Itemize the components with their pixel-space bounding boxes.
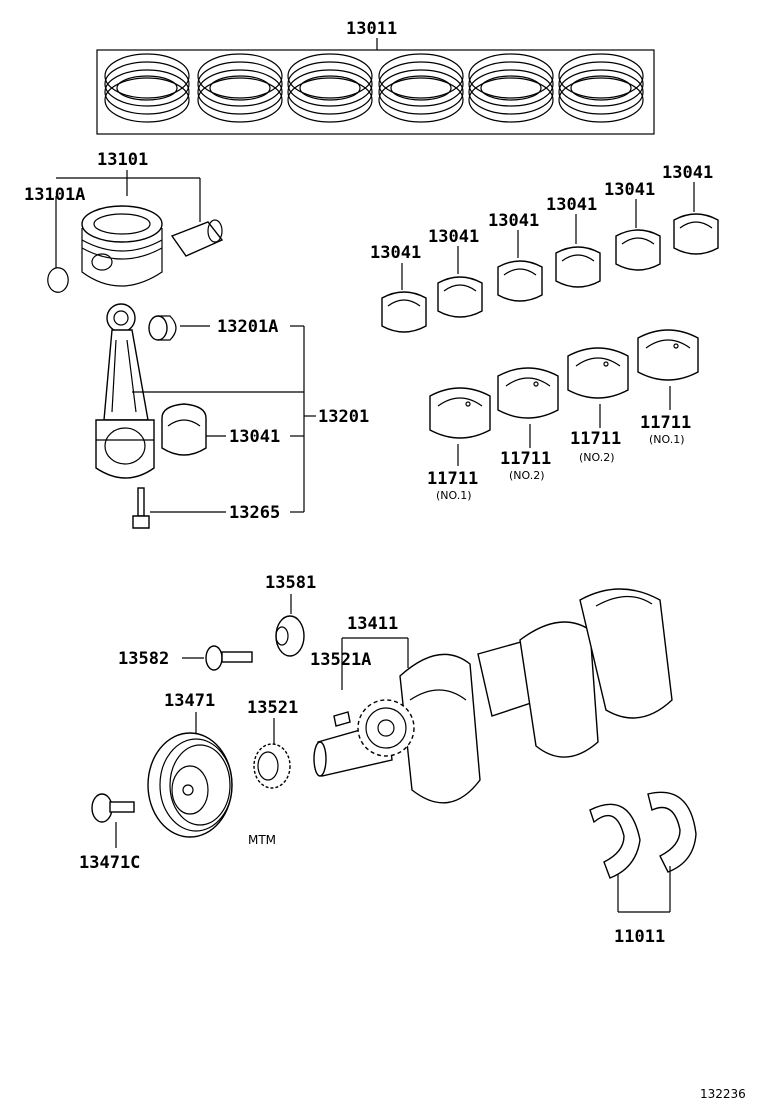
label-rod-bearing-2[interactable]: 13041 [370,243,421,263]
label-pulley-set-bolt[interactable]: 13471C [79,853,140,873]
label-crankshaft[interactable]: 13411 [347,614,398,634]
pulley-set-bolt [91,793,135,823]
label-main-bearing-d[interactable]: 11711 [640,413,691,433]
label-rod-bearing-7[interactable]: 13041 [662,163,713,183]
label-rod-bushing[interactable]: 13201A [217,317,278,337]
label-crank-washer[interactable]: 13581 [265,573,316,593]
figure-number: 132236 [700,1087,746,1101]
label-rod-bearing-4[interactable]: 13041 [488,211,539,231]
key [333,711,351,727]
label-key[interactable]: 13521A [310,650,371,670]
rod-bolt [132,487,150,529]
note-main-bearing-c: (NO.2) [579,451,615,464]
label-snap-ring[interactable]: 13101A [24,185,85,205]
label-crank-pulley[interactable]: 13471 [164,691,215,711]
label-rod-bearing-5[interactable]: 13041 [546,195,597,215]
snap-ring [47,267,69,293]
ring-stack-2 [197,53,283,123]
crank-washer [275,615,305,657]
note-mtm: MTM [248,833,276,847]
crank-pulley [147,732,233,838]
pulley-bolt [205,645,253,671]
rod-bushing [148,315,177,341]
label-thrust-washers[interactable]: 11011 [614,927,665,947]
label-rod-bearing-1[interactable]: 13041 [229,427,280,447]
label-connecting-rod[interactable]: 13201 [318,407,369,427]
crank-sprocket [253,743,291,789]
label-rod-bolt[interactable]: 13265 [229,503,280,523]
label-rod-bearing-6[interactable]: 13041 [604,180,655,200]
piston-ring-set [96,38,655,135]
connecting-rod [95,303,155,479]
label-piston-ring-set[interactable]: 13011 [346,19,397,39]
label-piston[interactable]: 13101 [97,150,148,170]
label-main-bearing-a[interactable]: 11711 [427,469,478,489]
ring-stack-1 [104,53,190,123]
label-crank-sprocket[interactable]: 13521 [247,698,298,718]
label-pulley-bolt[interactable]: 13582 [118,649,169,669]
note-main-bearing-d: (NO.1) [649,433,685,446]
timing-sprocket [357,699,415,757]
label-main-bearing-b[interactable]: 11711 [500,449,551,469]
label-main-bearing-c[interactable]: 11711 [570,429,621,449]
ring-stack-3 [287,53,373,123]
bearing-row-upper [381,213,719,333]
piston [81,205,163,287]
thrust-washers [589,791,697,879]
note-main-bearing-b: (NO.2) [509,469,545,482]
piston-pin [170,219,224,257]
bearing-row-main [429,329,699,439]
rod-bearing [161,403,207,456]
ring-stack-5 [468,53,554,123]
crankshaft [313,588,673,804]
ring-stack-6 [558,53,644,123]
ring-stack-4 [378,53,464,123]
note-main-bearing-a: (NO.1) [436,489,472,502]
label-rod-bearing-3[interactable]: 13041 [428,227,479,247]
